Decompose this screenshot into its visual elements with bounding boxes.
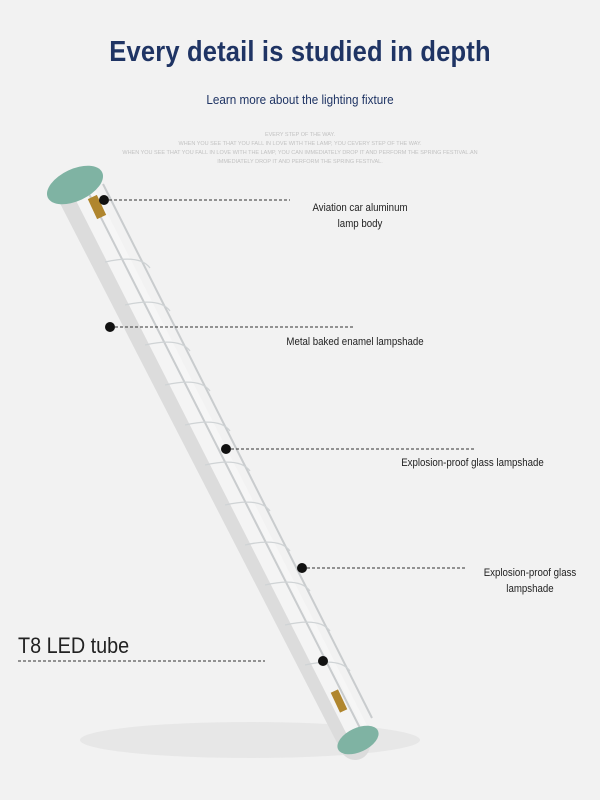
top-cap bbox=[46, 165, 104, 205]
callout-glass-lampshade-2: Explosion-proof glass lampshade bbox=[477, 565, 583, 597]
fine-print: EVERY STEP OF THE WAY. WHEN YOU SEE THAT… bbox=[0, 131, 600, 167]
page-title: Every detail is studied in depth bbox=[109, 36, 491, 68]
fine-line: WHEN YOU SEE THAT YOU FALL IN LOVE WITH … bbox=[122, 150, 478, 156]
fine-line: EVERY STEP OF THE WAY. bbox=[264, 132, 336, 138]
fine-line: WHEN YOU SEE THAT YOU FALL IN LOVE WITH … bbox=[178, 141, 422, 147]
bottom-cap bbox=[337, 725, 379, 755]
callout-enamel-lampshade: Metal baked enamel lampshade bbox=[286, 336, 424, 348]
fine-line: IMMEDIATELY DROP IT AND PERFORM THE SPRI… bbox=[217, 159, 383, 165]
callout-text: lamp body bbox=[337, 218, 383, 230]
callout-lamp-body: Aviation car aluminum lamp body bbox=[298, 200, 421, 232]
callout-dots bbox=[99, 195, 328, 666]
callout-text: lampshade bbox=[506, 583, 554, 595]
callout-text: Aviation car aluminum bbox=[312, 202, 408, 214]
callout-text: Explosion-proof glass bbox=[483, 567, 577, 579]
callout-glass-lampshade: Explosion-proof glass lampshade bbox=[401, 457, 544, 469]
lamp-fixture bbox=[46, 165, 379, 760]
page-subtitle: Learn more about the lighting fixture bbox=[206, 92, 394, 107]
callout-t8-led-tube: T8 LED tube bbox=[18, 633, 130, 658]
callout-lines bbox=[18, 199, 475, 662]
